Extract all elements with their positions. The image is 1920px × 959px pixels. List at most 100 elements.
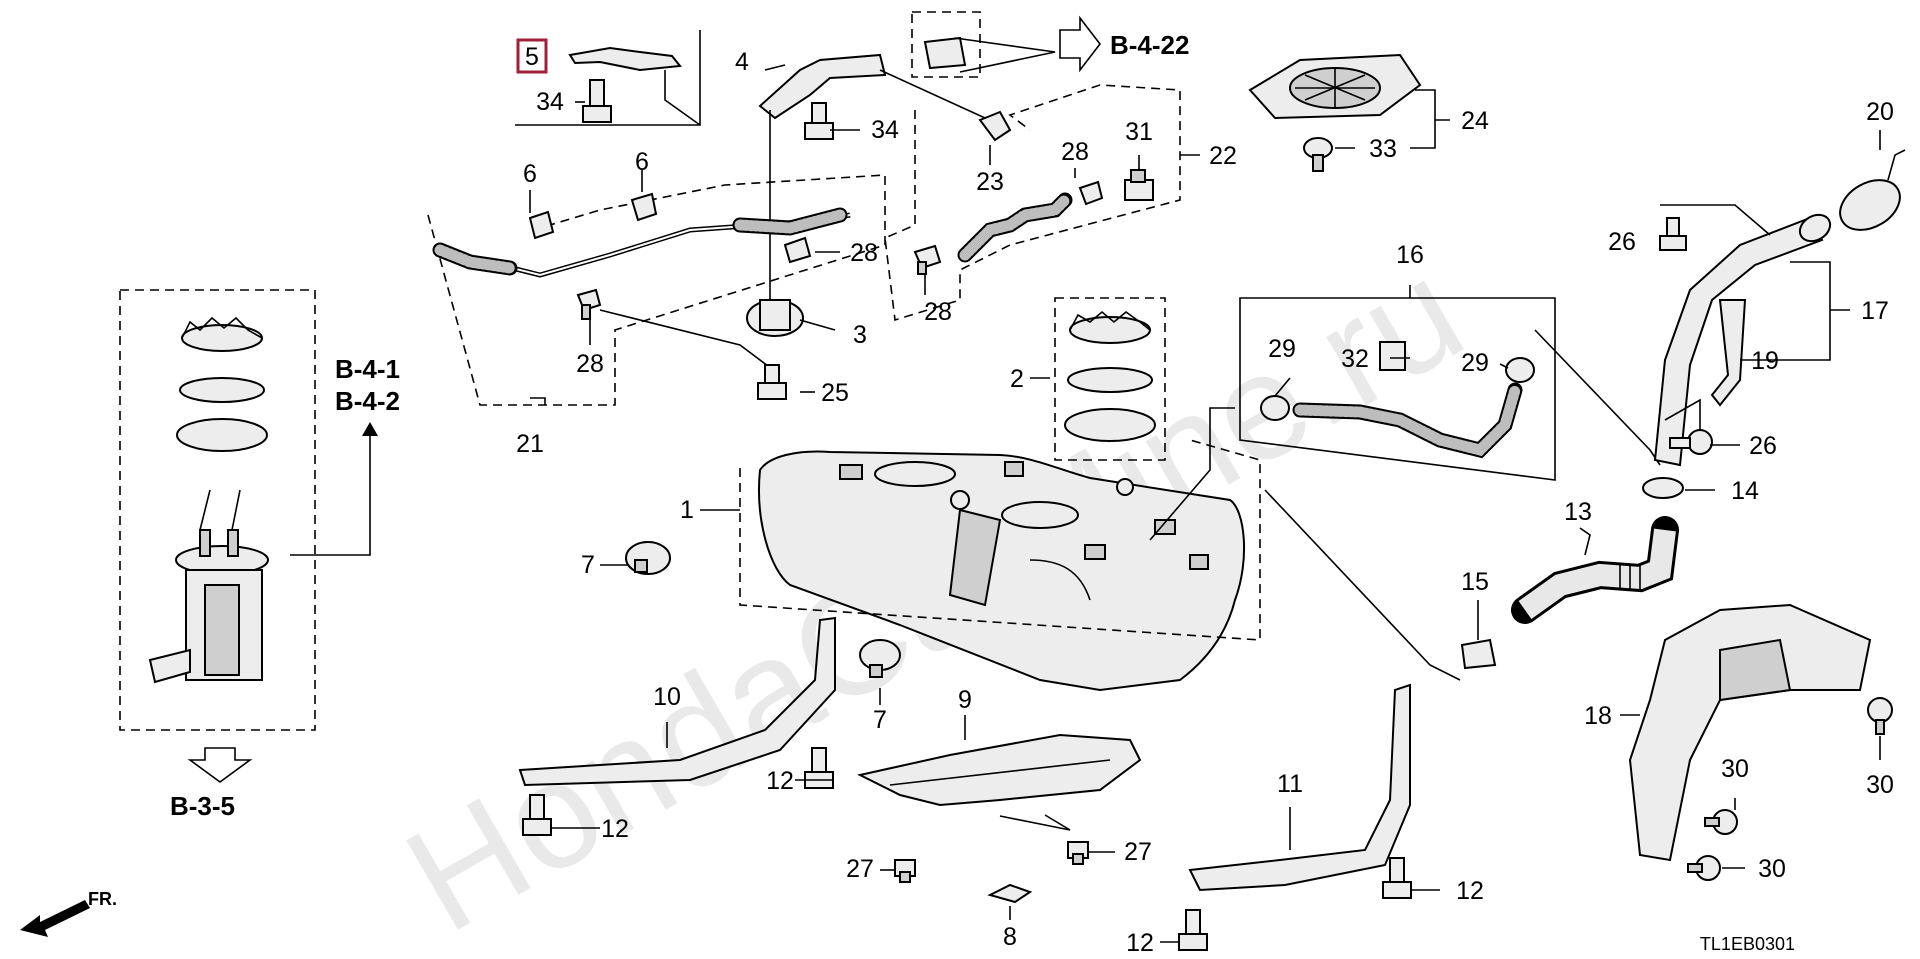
callout-27-b[interactable]: 27: [1124, 838, 1152, 866]
callout-30-a[interactable]: 30: [1866, 771, 1894, 799]
fuel-pump-module[interactable]: [148, 529, 269, 684]
clip-30-b[interactable]: [1704, 809, 1738, 835]
callout-14[interactable]: 14: [1731, 477, 1759, 505]
bumper-7-b[interactable]: [859, 639, 901, 678]
callout-6-b[interactable]: 6: [635, 148, 649, 176]
callout-15[interactable]: 15: [1461, 568, 1489, 596]
callout-29-b[interactable]: 29: [1461, 349, 1489, 377]
filler-hose-13[interactable]: [1511, 516, 1679, 624]
callout-33[interactable]: 33: [1369, 135, 1397, 163]
callout-18[interactable]: 18: [1584, 702, 1612, 730]
callout-29-a[interactable]: 29: [1268, 335, 1296, 363]
ref-b-4-22[interactable]: B-4-22: [1110, 30, 1189, 60]
callout-26-a[interactable]: 26: [1608, 228, 1636, 256]
valve-31[interactable]: [1124, 169, 1154, 201]
clip-28-d[interactable]: [1078, 180, 1104, 206]
clip-32[interactable]: [1379, 341, 1406, 371]
callout-32[interactable]: 32: [1341, 345, 1369, 373]
callout-2[interactable]: 2: [1010, 365, 1024, 393]
clamp-14[interactable]: [1642, 477, 1684, 499]
tank-strap-11[interactable]: [1188, 683, 1411, 892]
bracket-5[interactable]: [568, 46, 682, 72]
bolt-34-b[interactable]: [804, 102, 834, 140]
clip-23[interactable]: [978, 110, 1012, 142]
callout-12-b[interactable]: 12: [766, 767, 794, 795]
fuel-pump-seal[interactable]: [176, 418, 268, 452]
callout-28-d[interactable]: 28: [1061, 138, 1089, 166]
heat-shield-9[interactable]: [857, 733, 1142, 807]
ref-b-4-2[interactable]: B-4-2: [335, 386, 400, 416]
callout-30-c[interactable]: 30: [1758, 855, 1786, 883]
callout-25[interactable]: 25: [821, 379, 849, 407]
callout-12-d[interactable]: 12: [1456, 877, 1484, 905]
tank-strap-10[interactable]: [518, 616, 836, 787]
clamp-29-b[interactable]: [1505, 357, 1535, 383]
callout-12-c[interactable]: 12: [1126, 929, 1154, 957]
callout-24[interactable]: 24: [1461, 107, 1489, 135]
callout-17[interactable]: 17: [1861, 297, 1889, 325]
seal-2[interactable]: [1064, 408, 1156, 442]
splash-shield-18[interactable]: [1628, 603, 1872, 862]
callout-27-a[interactable]: 27: [846, 855, 874, 883]
bracket-4[interactable]: [758, 53, 887, 120]
clip-33[interactable]: [1303, 137, 1333, 172]
callout-31[interactable]: 31: [1125, 118, 1153, 146]
bumper-7-a[interactable]: [625, 541, 671, 575]
bolt-26-a[interactable]: [1659, 217, 1687, 251]
clip-6-a[interactable]: [528, 210, 555, 240]
fuel-pump-lock-ring[interactable]: [181, 316, 263, 352]
clip-28-c[interactable]: [913, 244, 942, 275]
callout-6-a[interactable]: 6: [523, 160, 537, 188]
clip-6-b[interactable]: [630, 192, 658, 222]
callout-34-b[interactable]: 34: [871, 116, 899, 144]
callout-7-a[interactable]: 7: [581, 551, 595, 579]
callout-28-c[interactable]: 28: [924, 298, 952, 326]
bolt-12-c[interactable]: [1178, 909, 1208, 951]
callout-28-a[interactable]: 28: [576, 350, 604, 378]
callout-20[interactable]: 20: [1866, 98, 1894, 126]
callout-8[interactable]: 8: [1003, 923, 1017, 951]
bolt-26-b[interactable]: [1669, 429, 1713, 455]
canister-3[interactable]: [746, 299, 804, 337]
bolt-12-d[interactable]: [1382, 857, 1412, 899]
bolt-12-a[interactable]: [522, 794, 552, 836]
callout-19[interactable]: 19: [1751, 347, 1779, 375]
fuel-pump-gasket[interactable]: [179, 377, 265, 403]
callout-22[interactable]: 22: [1209, 142, 1237, 170]
callout-7-b[interactable]: 7: [873, 706, 887, 734]
nut-27-b[interactable]: [1067, 841, 1089, 865]
ref-b-3-5[interactable]: B-3-5: [170, 791, 235, 821]
callout-16[interactable]: 16: [1396, 241, 1424, 269]
callout-11[interactable]: 11: [1277, 770, 1303, 798]
callout-9[interactable]: 9: [958, 686, 972, 714]
callout-12-a[interactable]: 12: [601, 815, 629, 843]
clip-30-a[interactable]: [1867, 697, 1893, 735]
callout-30-b[interactable]: 30: [1721, 755, 1749, 783]
fuel-tank[interactable]: [758, 450, 1245, 692]
bracket-19[interactable]: [1710, 299, 1747, 407]
lock-ring-2[interactable]: [1069, 310, 1151, 344]
callout-23[interactable]: 23: [976, 168, 1004, 196]
ref-b-4-1[interactable]: B-4-1: [335, 354, 400, 384]
nut-27-a[interactable]: [894, 859, 916, 883]
callout-4[interactable]: 4: [735, 48, 749, 76]
clip-28-a[interactable]: [576, 288, 602, 320]
callout-3[interactable]: 3: [853, 321, 867, 349]
bolt-25[interactable]: [757, 364, 787, 400]
bolt-34-a[interactable]: [582, 79, 612, 123]
gasket-2[interactable]: [1067, 367, 1153, 393]
callout-28-b[interactable]: 28: [850, 239, 878, 267]
callout-10[interactable]: 10: [653, 683, 681, 711]
callout-1[interactable]: 1: [680, 496, 694, 524]
callout-21[interactable]: 21: [516, 430, 544, 458]
clip-30-c[interactable]: [1687, 855, 1721, 881]
callout-13[interactable]: 13: [1564, 498, 1592, 526]
access-cover-24[interactable]: [1248, 53, 1422, 120]
clip-15[interactable]: [1460, 638, 1497, 670]
callout-5[interactable]: 5: [525, 43, 539, 71]
clamp-29-a[interactable]: [1260, 395, 1290, 421]
clip-28-b[interactable]: [783, 236, 812, 264]
filler-cap-20[interactable]: [1831, 149, 1908, 240]
callout-26-b[interactable]: 26: [1749, 432, 1777, 460]
clip-8[interactable]: [987, 883, 1033, 904]
